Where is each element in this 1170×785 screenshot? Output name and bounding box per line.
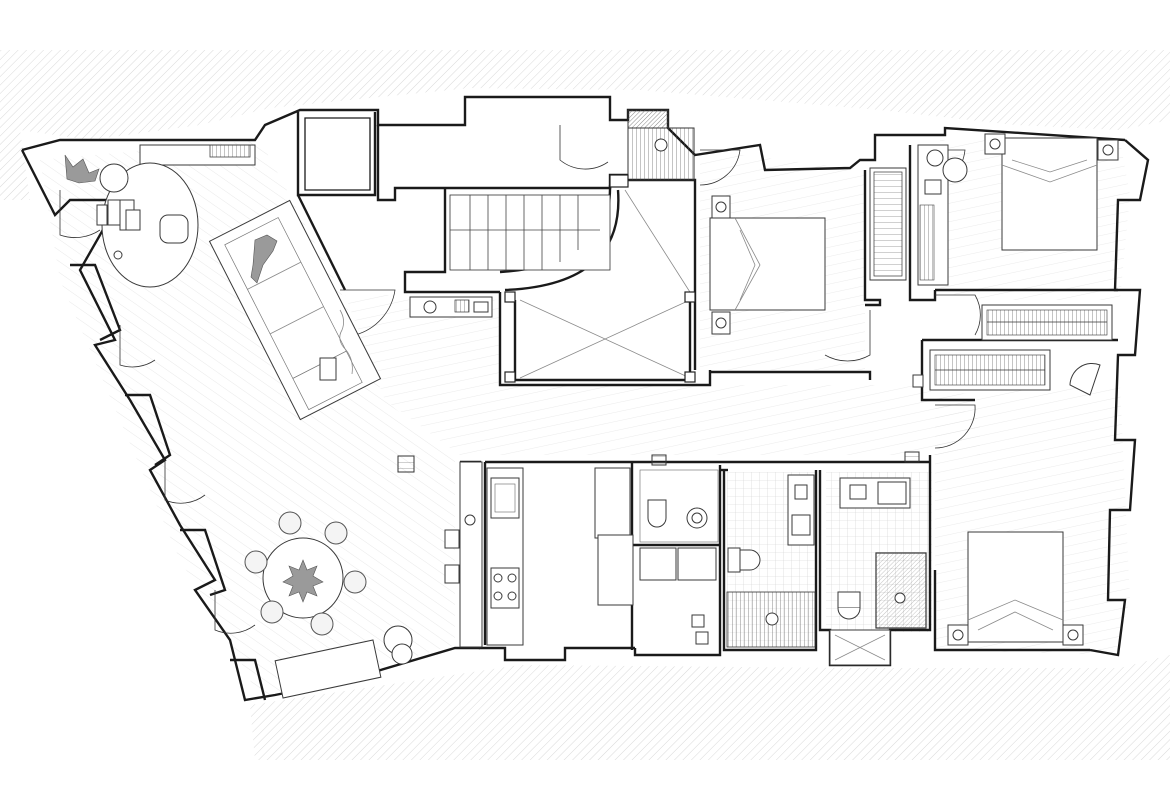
- bedroom-3-furniture: [947, 531, 1084, 646]
- staircase: [449, 109, 696, 379]
- dining-set: [244, 511, 413, 699]
- laundry-fixtures: [639, 469, 719, 645]
- exterior-hatching: [0, 50, 1170, 760]
- posts: [504, 174, 696, 383]
- living-furniture: [64, 144, 415, 473]
- bathroom-1-fixtures: [726, 474, 816, 648]
- master-bedroom-furniture: [917, 133, 1119, 396]
- doors: [59, 125, 981, 634]
- bedroom-1-furniture: [709, 167, 907, 335]
- kitchen-fixtures: [444, 461, 634, 648]
- bathroom-2-fixtures: [829, 477, 927, 666]
- corridor-items: [409, 296, 924, 466]
- corridor-floor: [345, 295, 980, 455]
